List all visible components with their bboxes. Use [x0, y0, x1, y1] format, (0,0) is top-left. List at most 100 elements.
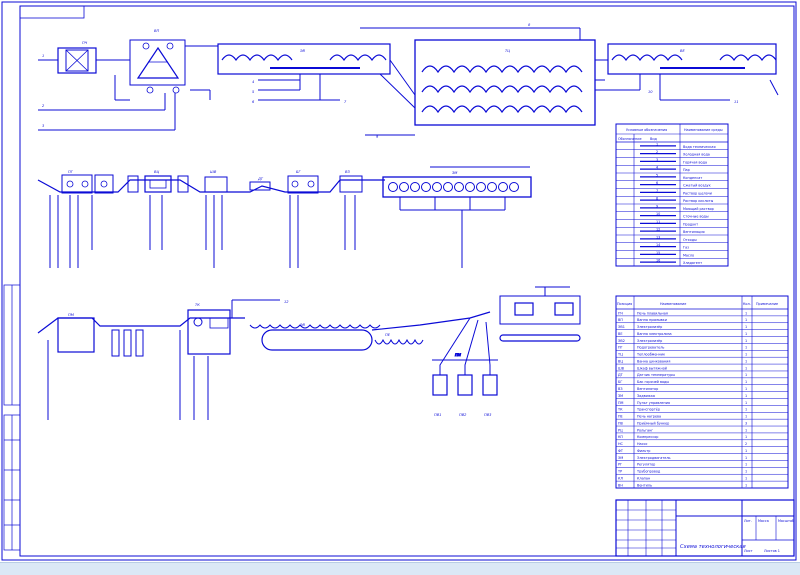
equipment-vp: ВП — [129, 29, 186, 94]
line-number: 2 — [42, 104, 45, 108]
legend-code: 8 — [656, 197, 658, 201]
spec-name: Датчик температуры — [637, 373, 675, 377]
spec-name: Пульт управления — [637, 401, 670, 405]
spec-name: Теплообменник — [636, 353, 665, 357]
spec-pos: ЭВ2 — [618, 339, 625, 343]
middle-process-line: ПГ ВЦ ШВ ДТ БГ ВЗ — [37, 170, 385, 194]
outer-frame — [1, 1, 797, 561]
spec-qty: 1 — [745, 435, 747, 439]
tag-label: ПЧ — [82, 41, 88, 45]
inner-frame — [19, 5, 795, 557]
tag-label: ВЗ — [345, 170, 350, 174]
legend-name: Холодная вода — [683, 153, 710, 157]
roller-table-machine — [499, 286, 581, 342]
spec-pos: ДТ — [618, 373, 624, 377]
spec-pos: ФТ — [618, 449, 624, 453]
legend-name: Хладагент — [683, 261, 702, 265]
spec-qty: 1 — [745, 408, 747, 412]
legend-code: 9 — [656, 204, 658, 208]
equipment-zm: ЗМ — [382, 166, 532, 268]
spec-qty: 1 — [745, 332, 747, 336]
spec-name: Печь нагрева — [637, 415, 661, 419]
equipment-tc: ТЦ — [414, 39, 596, 126]
line-number: 7 — [344, 100, 347, 104]
spec-pos: ТР — [617, 470, 622, 474]
equipment-pch: ПЧ — [57, 41, 97, 74]
tag-label: ЗМ — [452, 171, 457, 175]
legend-code: 12 — [656, 228, 660, 232]
spec-name: Ванна электролиза — [637, 332, 672, 336]
spec-pos: ЭВ1 — [618, 325, 625, 329]
bottom-status-strip — [0, 562, 800, 575]
legend-code: 5 — [656, 173, 658, 177]
spec-pos: КП — [618, 435, 623, 439]
legend-name: Раствор щелочи — [683, 191, 712, 195]
spec-qty: 1 — [745, 380, 747, 384]
spec-name: Задвижка — [637, 394, 655, 398]
legend-name: Масло — [683, 253, 694, 257]
spec-pos: ПВ — [618, 421, 624, 425]
tag-label: ВП — [154, 29, 159, 33]
spec-name: Клапан — [637, 477, 650, 481]
tag-label: ТК — [195, 303, 200, 307]
spec-pos: ЭМ — [618, 456, 623, 460]
tag-label: ПМ — [68, 313, 74, 317]
legend-code: 11 — [656, 220, 660, 224]
legend-code: 1 — [656, 142, 658, 146]
line-number: 8 — [528, 23, 531, 27]
piping-top-left — [38, 45, 218, 131]
spec-qty: 1 — [745, 483, 747, 487]
bottom-process-line: ПМ ТК — [37, 303, 245, 357]
spec-name: Электролизёр — [637, 325, 662, 329]
spec-qty: 2 — [745, 442, 747, 446]
bin-label: ПВ3 — [484, 413, 492, 417]
spec-name: Транспортёр — [636, 408, 660, 412]
spec-col2: Наименование — [660, 302, 686, 306]
branch-lines: ПМ — [432, 317, 498, 375]
spec-qty: 1 — [745, 456, 747, 460]
spec-name: Вентиль — [637, 483, 652, 487]
spec-name: Ванна промывки — [637, 318, 667, 322]
spec-pos: ШВ — [618, 366, 625, 370]
spec-qty: 1 — [745, 394, 747, 398]
line-number: 5 — [252, 90, 255, 94]
legend-code: 2 — [656, 150, 658, 154]
spec-qty: 1 — [745, 477, 747, 481]
middle-drop-lines — [49, 195, 356, 268]
spec-col1: Позиция — [617, 302, 632, 306]
legend-name: Горячая вода — [683, 160, 707, 164]
legend-name: Сточные воды — [683, 215, 709, 219]
spec-pos: ПЕ — [618, 415, 623, 419]
spec-pos: НС — [618, 442, 624, 446]
spec-name: Бак горячей воды — [637, 380, 669, 384]
piping-top-right — [595, 59, 779, 101]
spec-pos: ВЦ — [618, 359, 623, 363]
spec-col3: Кол. — [743, 302, 751, 306]
spec-name: Вентилятор — [637, 387, 658, 391]
legend-code: 7 — [656, 189, 658, 193]
technological-scheme-drawing: ПЧ ВП 1 2 3 ЭВ — [1, 1, 797, 561]
legend-code: 3 — [656, 158, 658, 162]
line-number: 9 — [376, 135, 379, 139]
legend-code: 16 — [656, 259, 660, 263]
title-block: Схема технологическая Лит. Масса Масштаб… — [615, 499, 795, 557]
tag-label: ЭВ — [299, 49, 306, 53]
spec-name: Электродвигатель — [637, 456, 671, 460]
legend-name: Сжатый воздух — [683, 184, 711, 188]
spec-name: Электролизёр — [637, 339, 662, 343]
spec-pos: РЦ — [618, 428, 623, 432]
legend-code: 15 — [656, 251, 660, 255]
line-number: 10 — [648, 90, 653, 94]
spec-pos: ТК — [617, 408, 623, 412]
legend-name: Вентиляция — [683, 230, 705, 234]
tag-label: ПГ — [68, 170, 74, 174]
legend-code: 10 — [656, 212, 660, 216]
legend-code: 4 — [656, 166, 658, 170]
legend-code: 13 — [656, 235, 660, 239]
tag-label: ВЦ — [154, 170, 159, 174]
tag-label: ЭВ — [299, 323, 306, 327]
spec-pos: БГ — [618, 380, 622, 384]
spec-qty: 1 — [745, 415, 747, 419]
